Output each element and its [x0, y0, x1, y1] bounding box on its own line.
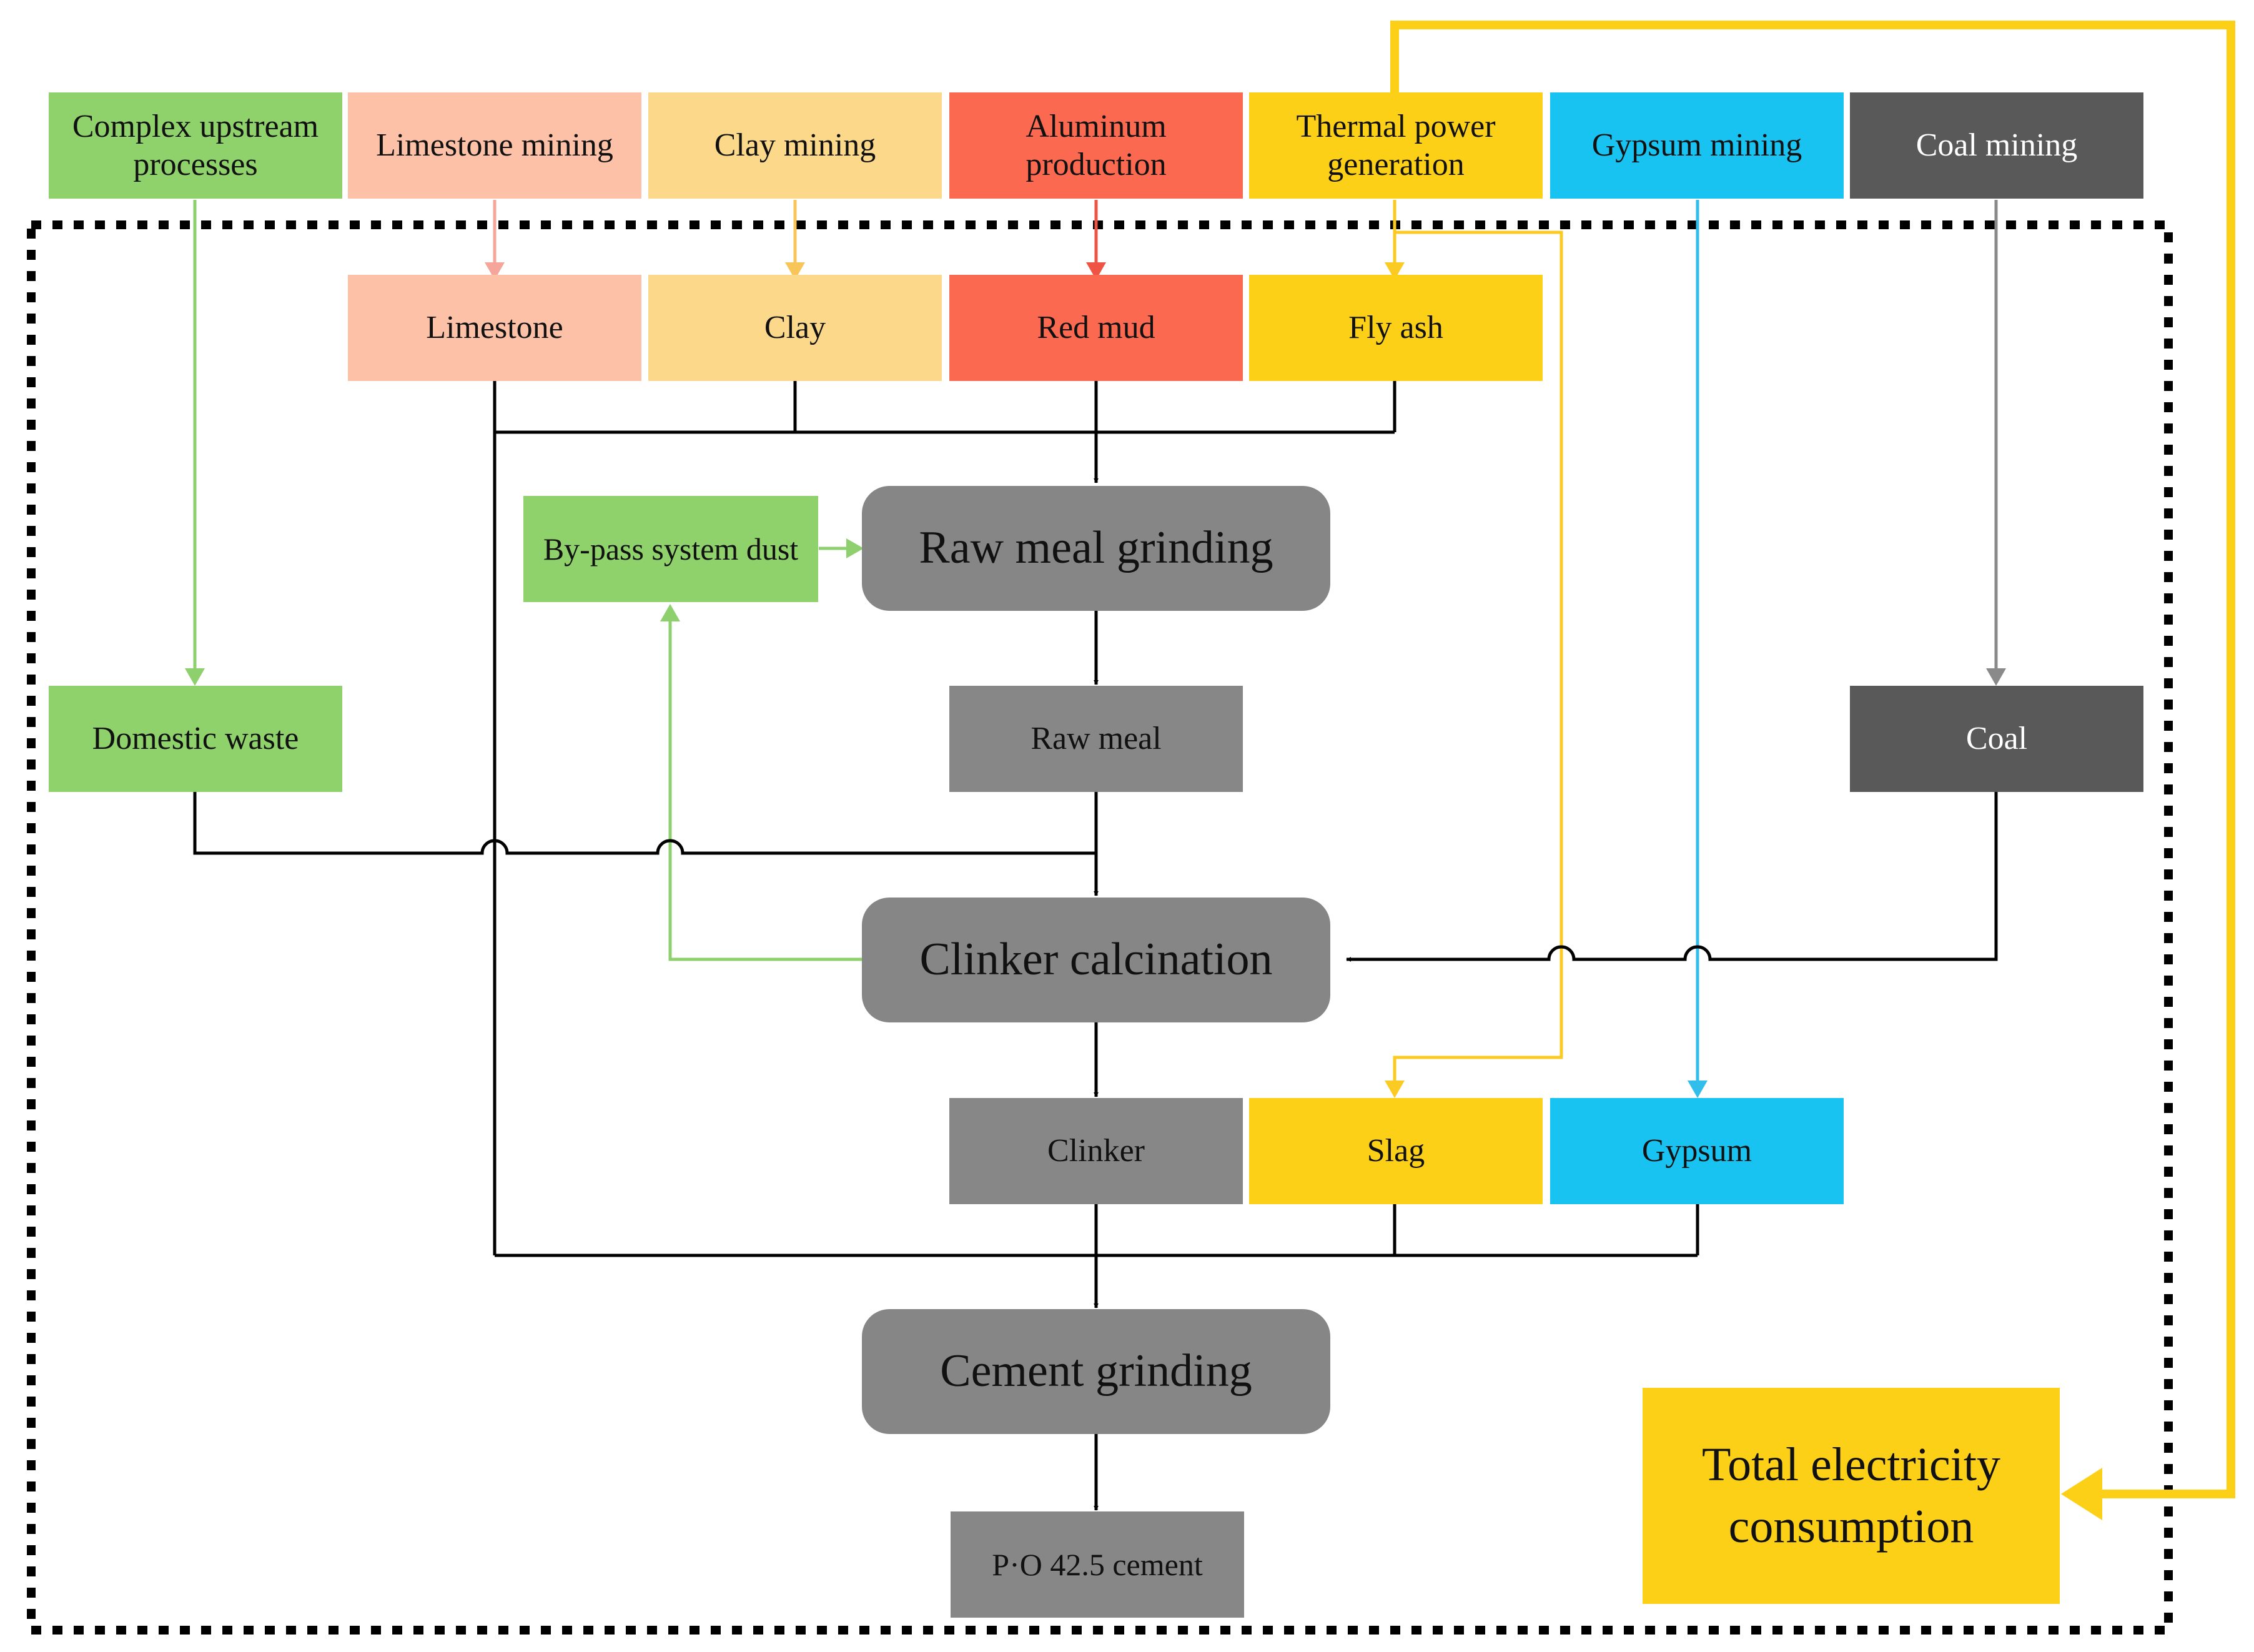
- complex-upstream-box: Complex upstream processes: [49, 92, 342, 199]
- limestone-box: Limestone: [348, 275, 641, 381]
- cement-product-box: P·O 42.5 cement: [951, 1511, 1244, 1618]
- clinker-calcination-process: Clinker calcination: [862, 898, 1330, 1022]
- clay-mining-box: Clay mining: [648, 92, 942, 199]
- slag-box: Slag: [1249, 1098, 1543, 1204]
- total-electricity-box: Total electricity consumption: [1643, 1388, 2060, 1604]
- coal-box: Coal: [1850, 686, 2143, 792]
- clay-box: Clay: [648, 275, 942, 381]
- domestic-waste-box: Domestic waste: [49, 686, 342, 792]
- bypass-dust-box: By-pass system dust: [523, 496, 818, 602]
- red-mud-box: Red mud: [949, 275, 1243, 381]
- fly-ash-box: Fly ash: [1249, 275, 1543, 381]
- thermal-slag-arrow: [1393, 230, 1563, 1086]
- clinker-box: Clinker: [949, 1098, 1243, 1204]
- material-flow-lines: [193, 381, 1998, 1511]
- coal-mining-box: Coal mining: [1850, 92, 2143, 199]
- thermal-power-box: Thermal power generation: [1249, 92, 1543, 199]
- aluminum-production-box: Aluminum production: [949, 92, 1243, 199]
- raw-meal-grinding-process: Raw meal grinding: [862, 486, 1330, 611]
- electricity-loop-arrow: [1390, 21, 2235, 1498]
- gypsum-mining-box: Gypsum mining: [1550, 92, 1844, 199]
- gypsum-box: Gypsum: [1550, 1098, 1844, 1204]
- system-boundary: [27, 220, 2173, 1635]
- dust-return-line: [668, 618, 863, 961]
- raw-meal-box: Raw meal: [949, 686, 1243, 792]
- upstream-arrows: [185, 21, 2235, 1520]
- cement-grinding-process: Cement grinding: [862, 1309, 1330, 1434]
- limestone-mining-box: Limestone mining: [348, 92, 641, 199]
